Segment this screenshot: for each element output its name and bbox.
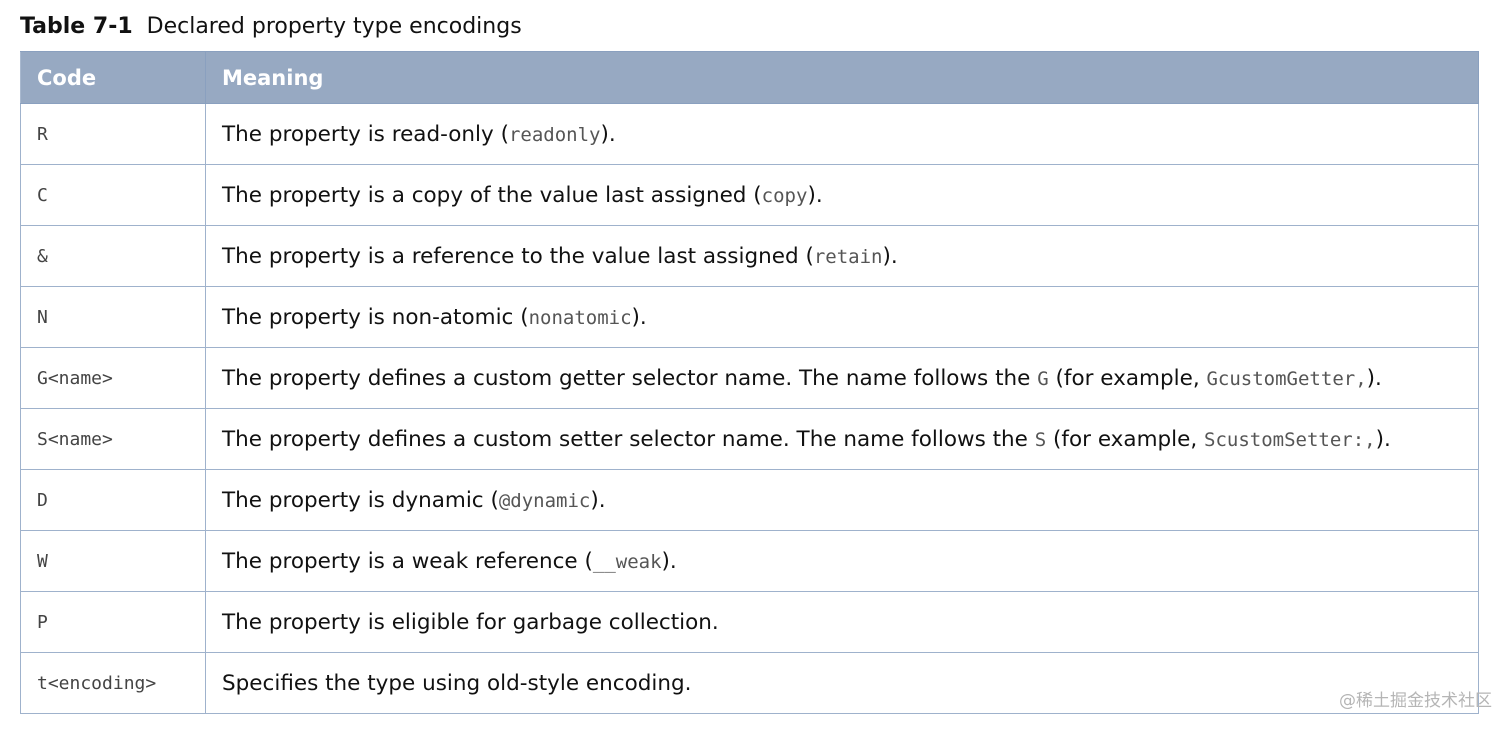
meaning-cell: The property is eligible for garbage col…	[205, 591, 1479, 653]
table-row: t<encoding> Specifies the type using old-…	[20, 652, 1479, 714]
meaning-text: The property defines a custom setter sel…	[222, 426, 1035, 452]
meaning-text: The property defines a custom getter sel…	[222, 365, 1038, 391]
table-row: C The property is a copy of the value las…	[20, 164, 1479, 226]
header-meaning: Meaning	[205, 51, 1479, 104]
table-header-row: Code Meaning	[20, 51, 1479, 104]
code-cell: S<name>	[20, 408, 206, 470]
meaning-code: S	[1034, 428, 1047, 451]
meaning-text: The property is dynamic (	[222, 487, 499, 513]
meaning-text: The property is read-only (	[222, 121, 509, 147]
meaning-cell: The property is a copy of the value last…	[205, 164, 1479, 226]
meaning-text: ).	[1366, 365, 1382, 391]
meaning-text: ).	[807, 182, 823, 208]
meaning-cell: The property is read-only (readonly).	[205, 103, 1479, 165]
meaning-text: ).	[1375, 426, 1391, 452]
table-caption: Table 7-1 Declared property type encoding…	[20, 12, 522, 42]
meaning-code: retain	[813, 245, 883, 268]
meaning-cell: The property is dynamic (@dynamic).	[205, 469, 1479, 531]
code-cell: N	[20, 286, 206, 348]
meaning-text: (for example,	[1048, 365, 1207, 391]
meaning-text: ).	[882, 243, 898, 269]
caption-label: Table 7-1	[20, 14, 133, 39]
code-cell: C	[20, 164, 206, 226]
meaning-cell: The property defines a custom setter sel…	[205, 408, 1479, 470]
code-cell: G<name>	[20, 347, 206, 409]
table-row: P The property is eligible for garbage co…	[20, 591, 1479, 653]
meaning-cell: Specifies the type using old-style encod…	[205, 652, 1479, 714]
code-cell: t<encoding>	[20, 652, 206, 714]
meaning-text: The property is a weak reference (	[222, 548, 593, 574]
header-code: Code	[20, 51, 206, 104]
code-cell: D	[20, 469, 206, 531]
meaning-text: ).	[631, 304, 647, 330]
meaning-cell: The property is non-atomic (nonatomic).	[205, 286, 1479, 348]
code-cell: &	[20, 225, 206, 287]
meaning-code: copy	[761, 184, 808, 207]
meaning-code: GcustomGetter,	[1206, 367, 1367, 390]
watermark: @稀土掘金技术社区	[1339, 691, 1492, 711]
meaning-code: G	[1037, 367, 1049, 390]
meaning-text: The property is a copy of the value last…	[222, 182, 762, 208]
code-cell: W	[20, 530, 206, 592]
table-row: S<name> The property defines a custom set…	[20, 408, 1479, 470]
meaning-text: The property is eligible for garbage col…	[222, 609, 719, 635]
code-cell: R	[20, 103, 206, 165]
meaning-text: Specifies the type using old-style encod…	[222, 670, 692, 696]
table-row: G<name> The property defines a custom get…	[20, 347, 1479, 409]
meaning-code: nonatomic	[528, 306, 632, 329]
meaning-cell: The property is a weak reference (__weak…	[205, 530, 1479, 592]
meaning-text: (for example,	[1046, 426, 1205, 452]
meaning-text: The property is non-atomic (	[222, 304, 529, 330]
caption-title: Declared property type encodings	[146, 14, 522, 39]
meaning-text: ).	[600, 121, 616, 147]
table-row: &The property is a reference to the valu…	[20, 225, 1479, 287]
meaning-text: The property is a reference to the value…	[222, 243, 814, 269]
meaning-text: ).	[661, 548, 677, 574]
meaning-cell: The property defines a custom getter sel…	[205, 347, 1479, 409]
meaning-cell: The property is a reference to the value…	[205, 225, 1479, 287]
meaning-text: ).	[590, 487, 606, 513]
code-cell: P	[20, 591, 206, 653]
meaning-code: @dynamic	[498, 489, 591, 512]
meaning-code: ScustomSetter:,	[1204, 428, 1376, 451]
meaning-code: __weak	[592, 550, 662, 573]
meaning-code: readonly	[508, 123, 601, 146]
